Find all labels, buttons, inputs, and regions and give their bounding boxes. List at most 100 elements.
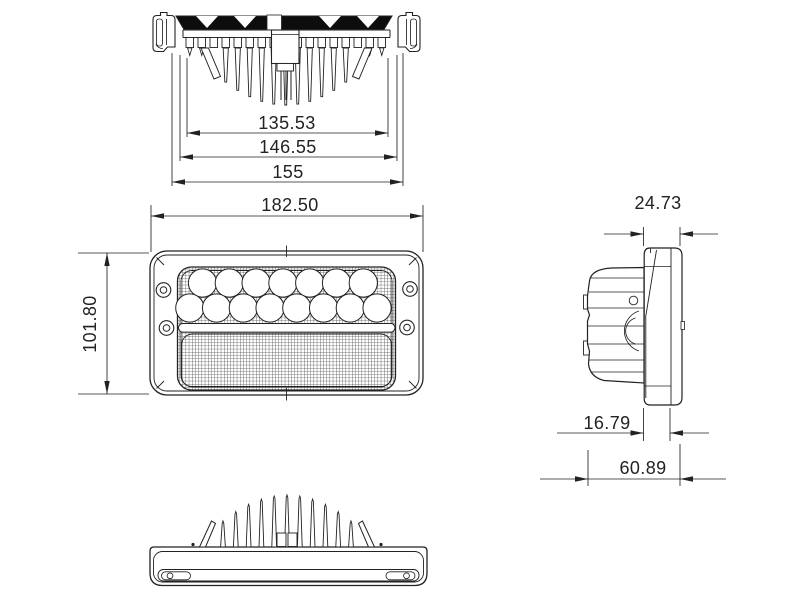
strip-notch xyxy=(196,16,218,28)
fin-plate-left xyxy=(198,520,217,548)
fin-tooth xyxy=(317,37,326,48)
fin-needle xyxy=(245,502,252,548)
center-boss xyxy=(270,29,300,100)
dim-arrowhead xyxy=(172,179,185,185)
fin-needle xyxy=(330,47,337,91)
lens-slant xyxy=(645,249,657,319)
led-circle xyxy=(201,293,232,323)
fin-needle xyxy=(296,494,303,548)
fin-needle xyxy=(220,519,226,548)
dim-arrowhead xyxy=(410,213,423,219)
fin-tooth xyxy=(353,37,362,48)
led-circle xyxy=(348,268,378,298)
fin-needle xyxy=(232,510,239,548)
dim-overall-width: 182.50 xyxy=(261,195,318,215)
bottom-heatsink-fins xyxy=(220,493,354,548)
led-circle xyxy=(295,268,325,298)
fin-dot xyxy=(191,542,195,547)
led-circle xyxy=(255,293,285,323)
fin-needle xyxy=(306,47,313,102)
led-circle xyxy=(241,268,271,298)
fin-needle xyxy=(348,519,354,548)
side-view xyxy=(583,247,685,406)
led-circle xyxy=(228,293,258,323)
fin-needle xyxy=(258,497,265,548)
slot-pill-left xyxy=(161,571,191,581)
dim-arrowhead xyxy=(630,231,644,237)
fin-needle xyxy=(258,47,265,102)
slot-hole-right xyxy=(403,572,410,580)
dim-arrowhead xyxy=(575,476,588,482)
fin-needle xyxy=(342,47,349,83)
fin-needle xyxy=(335,510,342,548)
led-circle xyxy=(268,268,298,298)
screw-hole xyxy=(406,285,414,293)
dim-overall-height: 101.80 xyxy=(80,295,100,352)
fin-tooth xyxy=(305,37,314,48)
side-heatsink xyxy=(583,266,645,384)
base-slot xyxy=(157,569,420,582)
base-housing xyxy=(149,546,428,587)
dim-arrowhead xyxy=(630,430,644,436)
fin-tooth xyxy=(257,37,266,48)
strip-notch xyxy=(319,16,341,28)
slot-hole-left xyxy=(166,572,174,580)
side-bezel xyxy=(643,247,685,406)
corner-seam-bl xyxy=(156,380,165,389)
dim-arrowhead xyxy=(187,130,200,136)
dim-arrowhead xyxy=(384,154,397,160)
fin-needle xyxy=(322,502,329,548)
heatsink-bands xyxy=(588,277,644,373)
fin-tooth xyxy=(329,37,338,48)
led-circle xyxy=(308,293,339,323)
dim-arrowhead xyxy=(104,253,110,266)
dim-arrowhead xyxy=(680,231,693,237)
top-view xyxy=(152,11,421,106)
front-view xyxy=(149,245,424,401)
dim-bezel-depth: 24.73 xyxy=(634,193,681,213)
dim-arrowhead xyxy=(104,381,110,394)
led-circle xyxy=(214,268,244,298)
dim-arrowhead xyxy=(390,179,403,185)
led-circle xyxy=(321,268,352,298)
dimension-labels: 135.53 146.55 155 182.50 101.80 24.73 16… xyxy=(80,113,681,478)
lower-lens-border xyxy=(181,333,392,388)
dim-housing-width: 155 xyxy=(272,162,303,182)
fin-needle xyxy=(234,47,241,91)
corner-screws xyxy=(155,281,418,336)
strip-notch xyxy=(234,16,256,28)
fin-needle xyxy=(222,47,229,83)
fin-tooth xyxy=(197,37,206,48)
arc-detail xyxy=(625,317,636,345)
bottom-view xyxy=(149,493,428,587)
fin-tooth xyxy=(209,37,218,48)
strip-notches xyxy=(196,14,379,31)
fin-stub xyxy=(186,47,193,58)
dim-arrowhead xyxy=(151,213,164,219)
fin-tooth xyxy=(221,37,230,48)
base-housing-inner xyxy=(153,551,424,583)
dim-arrowhead xyxy=(180,154,193,160)
fin-dot xyxy=(379,542,383,547)
fin-plate-left xyxy=(200,47,222,80)
center-bridge xyxy=(287,532,298,547)
led-circle xyxy=(362,293,392,323)
heatsink-silhouette xyxy=(586,266,645,384)
fin-tooth xyxy=(233,37,242,48)
led-circle xyxy=(335,293,365,323)
dim-arrowhead xyxy=(375,130,388,136)
dimension-lines xyxy=(78,53,726,486)
screw-hole xyxy=(162,324,171,332)
dim-arrowhead xyxy=(680,476,693,482)
fin-needle xyxy=(318,47,325,98)
corner-seam-tr xyxy=(408,257,417,266)
slot-pill-right xyxy=(385,571,416,581)
dim-heatsink-width: 146.55 xyxy=(259,137,316,157)
pivot-detail xyxy=(628,295,639,306)
led-circle xyxy=(187,268,218,298)
led-circle xyxy=(175,293,205,323)
center-bridge xyxy=(276,532,287,547)
dim-recess-depth: 16.79 xyxy=(583,413,630,433)
